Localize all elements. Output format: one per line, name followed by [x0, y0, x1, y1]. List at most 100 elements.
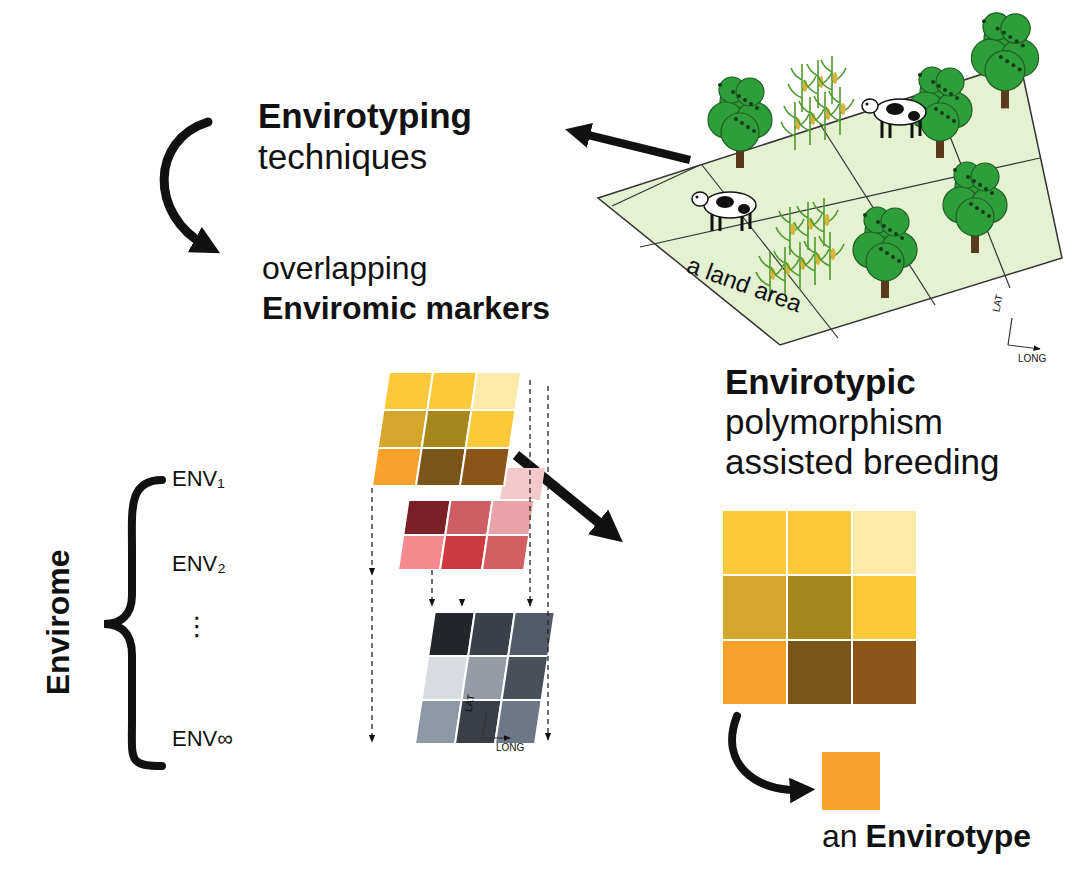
layer-cell: [471, 372, 521, 410]
label: techniques: [258, 137, 427, 177]
leaf-dot: [863, 213, 867, 217]
envirotypic-cell: [852, 575, 917, 640]
tree-crown: [881, 208, 909, 236]
envirotypic-cell: [787, 510, 852, 575]
label: an: [822, 818, 858, 855]
leaf-dot: [718, 83, 722, 87]
leaf-dot: [737, 94, 741, 98]
envirotypic-cell: [722, 640, 787, 705]
label: Envirotyping: [258, 96, 472, 136]
cow-body: [874, 99, 926, 125]
leaf-dot: [891, 255, 895, 259]
label: polymorphism assisted breeding: [725, 402, 1045, 483]
leaf-dot: [987, 214, 991, 218]
tree-crown: [736, 78, 764, 106]
cow-spot: [738, 204, 750, 214]
leaf-dot: [943, 88, 947, 92]
leaf-dot: [990, 191, 994, 195]
label: overlapping: [262, 250, 427, 287]
corn-plant: [818, 56, 846, 104]
projection-lines: [372, 380, 548, 742]
label: Envirome: [40, 549, 77, 695]
leaf-dot: [1008, 35, 1012, 39]
layer-cell: [372, 448, 422, 486]
leaf-dot: [972, 179, 976, 183]
leaf-dot: [984, 187, 988, 191]
corn-plant: [826, 87, 854, 135]
leaf-dot: [1002, 31, 1006, 35]
leaf-dot: [931, 80, 935, 84]
corn-ear: [833, 72, 838, 84]
leaf-dot: [897, 259, 901, 263]
envirotypic-cell: [787, 575, 852, 640]
leaf-dot: [975, 206, 979, 210]
cow-spot: [886, 103, 904, 115]
label: LONG: [1018, 353, 1046, 365]
envirotypic-cell: [787, 640, 852, 705]
corn-plant: [804, 60, 832, 108]
dashed-line: [461, 600, 462, 606]
tree-crown: [936, 68, 964, 96]
tree-crown: [921, 103, 959, 141]
leaf-dot: [966, 175, 970, 179]
leaf-dot: [743, 98, 747, 102]
layer-cell: [422, 410, 472, 448]
leaf-dot: [734, 117, 738, 121]
dashed-line: [529, 380, 530, 606]
layer-cell: [445, 500, 492, 535]
label: ENV₂: [172, 551, 226, 576]
leaf-dot: [937, 84, 941, 88]
layer-cell: [398, 535, 445, 570]
leaf-dot: [879, 247, 883, 251]
label: ENV∞: [172, 726, 233, 751]
leaf-dot: [752, 129, 756, 133]
leaf-dot: [955, 96, 959, 100]
cow-eye: [696, 196, 699, 199]
dashed-line: [431, 570, 432, 606]
layer-cell: [440, 535, 487, 570]
leaf-dot: [749, 102, 753, 106]
leaf-dot: [996, 27, 1000, 31]
corn-ear: [825, 214, 830, 226]
cow-body: [704, 192, 756, 218]
leaf-dot: [1021, 43, 1025, 47]
leaf-dot: [882, 224, 886, 228]
leaf-dot: [982, 19, 986, 23]
arrow: [580, 133, 690, 160]
tree-crown: [985, 51, 1025, 91]
leaf-dot: [940, 111, 944, 115]
envirotype-square: [822, 752, 880, 810]
leaf-dot: [978, 183, 982, 187]
leaf-dot: [934, 107, 938, 111]
cow-spot: [908, 111, 920, 121]
layer-cell: [422, 656, 469, 700]
envirotypic-cell: [852, 510, 917, 575]
dashed-line: [371, 580, 372, 742]
cow-eye: [866, 103, 869, 106]
corn-ear: [841, 103, 846, 115]
layer-cell: [502, 656, 549, 700]
leaf-dot: [885, 251, 889, 255]
leaf-dot: [918, 73, 922, 77]
layer-cell: [487, 500, 534, 535]
label: Envirotype: [866, 818, 1031, 855]
leaf-dot: [1011, 63, 1015, 67]
corn-plants: [756, 56, 854, 300]
leaf-dot: [946, 115, 950, 119]
layer-cell: [482, 535, 529, 570]
leaf-dot: [731, 90, 735, 94]
layer-cell: [468, 612, 515, 656]
layer-cell: [428, 612, 475, 656]
leaf-dot: [969, 202, 973, 206]
tree-crown: [971, 163, 999, 191]
leaf-dot: [888, 228, 892, 232]
curved-arrow: [732, 716, 800, 790]
tree-crown: [956, 198, 994, 236]
layer-cell: [378, 410, 428, 448]
leaf-dot: [894, 232, 898, 236]
leaf-dot: [740, 121, 744, 125]
leaf-dot: [981, 210, 985, 214]
layer-cell: [466, 410, 516, 448]
tree-crown: [1001, 14, 1030, 43]
leaf-dot: [755, 106, 759, 110]
